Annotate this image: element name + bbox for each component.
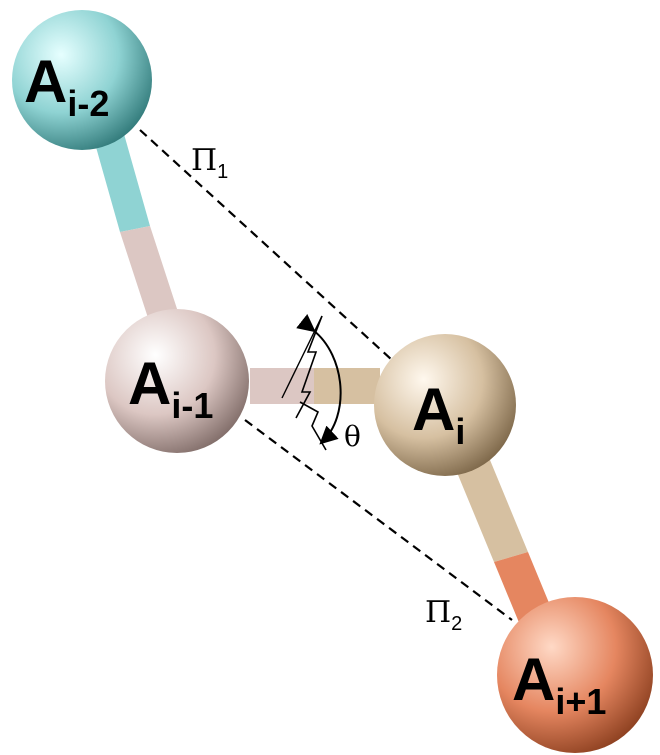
atom-label-i: Ai: [412, 376, 465, 452]
angle-label-theta: θ: [344, 420, 361, 453]
atom-sphere-i-plus-1: [497, 597, 653, 753]
angle-arrow-icon: [296, 314, 342, 445]
atom-sphere-i-2: [12, 10, 152, 150]
atom-label-i-2: Ai-2: [24, 48, 109, 124]
dihedral-angle-symbol: [281, 314, 342, 451]
atom-label-i-1: Ai-1: [128, 350, 213, 426]
plane-pi2-line: [244, 419, 513, 621]
plane-label-pi2: Π2: [425, 595, 462, 635]
bond-ai-2-ai-1: [94, 134, 180, 324]
atom-sphere-i: [374, 334, 516, 476]
atom-sphere-i-1: [105, 309, 249, 453]
atom-label-i-plus-1: Ai+1: [512, 646, 606, 722]
plane-label-pi1: Π1: [191, 143, 228, 183]
plane-edge-lower: [299, 401, 327, 451]
bond-ai-1-ai: [250, 368, 380, 404]
plane-pi1-line: [139, 129, 393, 361]
